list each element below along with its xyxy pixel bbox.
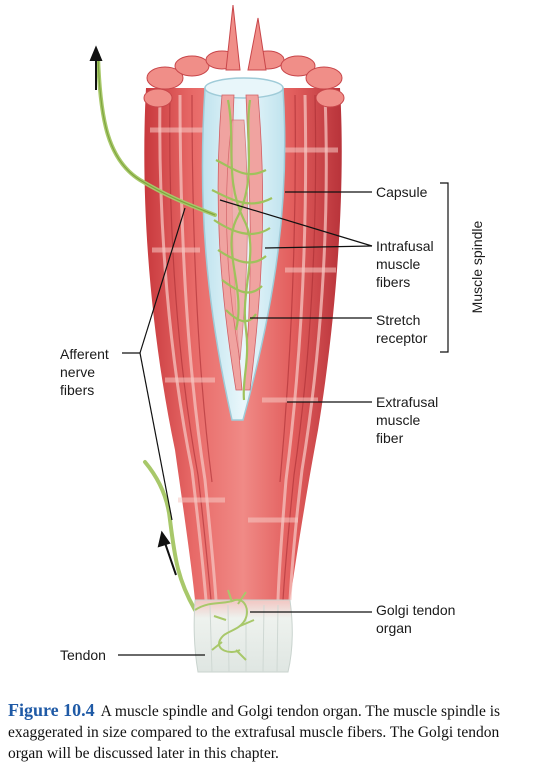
muscle-spindle-illustration (89, 4, 449, 673)
stretch-receptor-nerve-endings (211, 99, 273, 401)
direction-arrows (89, 45, 177, 576)
label-stretch-receptor: Stretch receptor (376, 312, 428, 346)
leader-lines (118, 182, 449, 656)
label-extrafusal-muscle-fiber: Extrafusal muscle fiber (376, 394, 439, 446)
extrafusal-fiber-stripes (158, 94, 328, 601)
label-intrafusal-muscle-fibers: Intrafusal muscle fibers (376, 238, 434, 290)
caption-text: A muscle spindle and Golgi tendon organ.… (8, 703, 501, 762)
label-tendon: Tendon (60, 647, 106, 663)
tendon-strands (209, 604, 279, 673)
intrafusal-tip-left (225, 4, 241, 71)
label-afferent-nerve-fibers: Afferent nerve fibers (60, 346, 109, 398)
label-muscle-spindle: Muscle spindle (469, 220, 485, 314)
capsule-opening (204, 77, 284, 99)
label-golgi-tendon-organ: Golgi tendon organ (376, 602, 456, 636)
intrafusal-fibers (217, 94, 264, 391)
figure-number: Figure 10.4 (8, 700, 95, 720)
intrafusal-tip-right (247, 17, 267, 71)
label-capsule: Capsule (376, 184, 428, 200)
golgi-tendon-organ (194, 589, 255, 661)
cross-bands (150, 127, 338, 523)
